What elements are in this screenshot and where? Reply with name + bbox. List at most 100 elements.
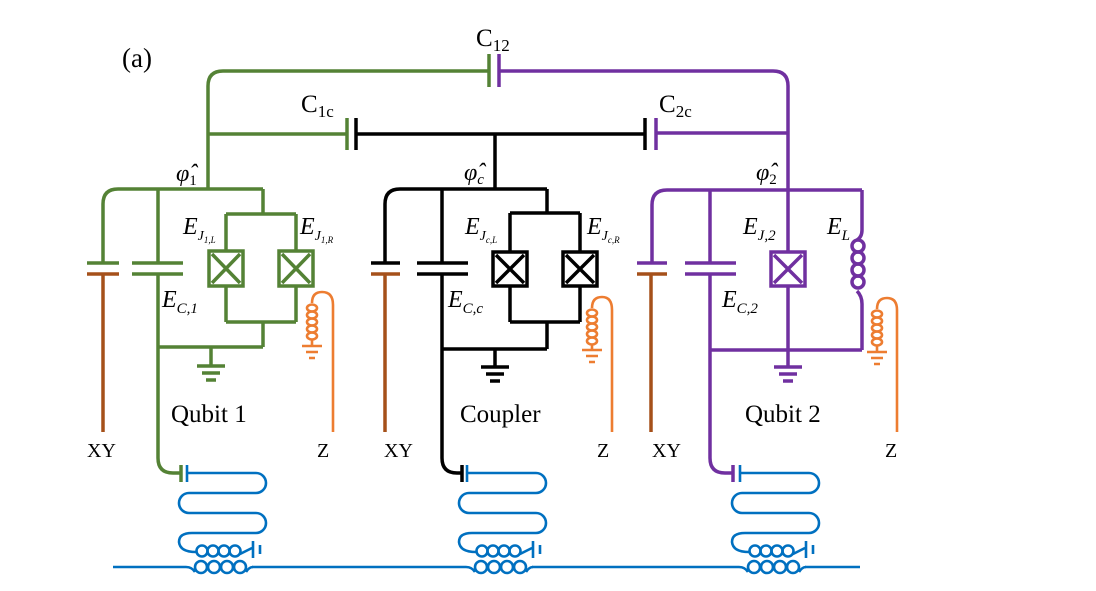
ej-symbol: E <box>299 214 315 240</box>
z-line-ground-icon <box>867 346 887 366</box>
el-symbol: E <box>826 214 842 240</box>
junction-cross-icon <box>494 253 526 285</box>
qubit1-z-label: Z <box>317 440 329 462</box>
junction-cross-icon <box>210 252 242 285</box>
c1c-symbol: C <box>301 91 318 118</box>
coupler-ej-right-label: EJc,R <box>586 214 620 245</box>
ec-symbol: E <box>447 287 463 313</box>
z-line-coil-icon <box>870 309 884 347</box>
coupler-junction-left <box>491 250 529 288</box>
ej-symbol: E <box>464 214 480 240</box>
z-line-ground-icon <box>582 345 602 364</box>
junction-cross-icon <box>772 253 804 285</box>
c1c-subscript: 1c <box>318 102 335 121</box>
resonator-ground-capacitor-icon <box>792 541 815 558</box>
qubit2-name: Qubit 2 <box>745 401 821 428</box>
c2c-symbol: C <box>659 91 676 118</box>
junction-cross-icon <box>280 252 312 285</box>
qubit2-flux-node-label: φ̂2 <box>756 160 778 188</box>
feedline-coil-icon <box>193 559 248 575</box>
coupler-ej-left-label: EJc,L <box>464 214 497 245</box>
inductor-coil-icon <box>850 238 866 290</box>
qubit1-junction-right <box>277 249 315 288</box>
resonator-coil-icon <box>475 544 522 558</box>
coupler-z-label: Z <box>597 440 609 462</box>
ec-symbol: E <box>161 287 177 313</box>
coupler-circuit: φ̂c EJc,L EJc,R EC,c Coupler XY Z <box>371 160 620 482</box>
ec-subscript: C,c <box>463 301 484 317</box>
qubit1-ground-icon <box>197 347 225 382</box>
resonator-meander <box>457 471 548 554</box>
z-line-coil-icon <box>585 308 599 346</box>
qubit1-to-c12-wire <box>206 69 489 189</box>
feedline-coil-icon <box>473 559 528 575</box>
qubit2-xy-label: XY <box>652 440 681 462</box>
feedline-coupler-leads <box>185 565 254 573</box>
qubit1-junction-left <box>207 249 245 288</box>
flux-subscript: c <box>477 172 484 188</box>
z-line-wire <box>590 295 614 432</box>
coupler-readout-wire <box>440 274 462 475</box>
qubit2-to-c12-wire <box>499 69 790 252</box>
qubit1-ej-left-label: EJ1,L <box>182 214 216 245</box>
ej-subscript: J <box>198 229 205 244</box>
ej-symbol: E <box>742 214 758 240</box>
c2c-label: C2c <box>659 91 692 121</box>
ej-subsubscript: 1,L <box>204 235 216 245</box>
resonator-ground-capacitor-icon <box>239 541 262 558</box>
qubit2-ec-label: EC,2 <box>721 287 758 317</box>
coupler-ground-icon <box>481 349 509 383</box>
feedline-coupler-leads <box>465 565 534 573</box>
qubit2-z-line <box>867 296 899 432</box>
ec-subscript: C,2 <box>737 301 759 317</box>
qubit2-inductor <box>850 190 866 350</box>
qubit1-z-line <box>302 290 335 432</box>
junction-cross-icon <box>564 253 596 285</box>
flux-subscript: 1 <box>189 173 197 189</box>
qubit2-bottom-bus <box>710 286 862 352</box>
qubit2-readout-resonator <box>730 465 821 575</box>
qubit1-readout-wire <box>156 274 181 475</box>
qubit1-ec-label: EC,1 <box>161 287 198 317</box>
qubit1-top-bus <box>101 187 263 263</box>
coupler-flux-node-label: φ̂c <box>464 160 486 188</box>
c12-symbol: C <box>476 25 493 52</box>
flux-subscript: 2 <box>769 172 777 188</box>
c12-subscript: 12 <box>493 36 510 55</box>
qubit2-el-label: EL <box>826 214 850 244</box>
qubit1-xy-label: XY <box>87 440 116 462</box>
qubit2-junction <box>769 250 807 288</box>
ej-subscript: J <box>480 229 487 244</box>
ec-symbol: E <box>721 287 737 313</box>
ej-subsubscript: c,R <box>608 235 620 245</box>
panel-label: (a) <box>122 43 152 73</box>
ej-subscript: J,2 <box>758 228 776 244</box>
coupler-top-bus <box>383 187 547 263</box>
coupling-network: C12 C1c C2c <box>206 25 790 252</box>
feedline-coupler-leads <box>738 565 807 573</box>
c1c-label: C1c <box>301 91 334 121</box>
z-line-wire <box>310 290 335 432</box>
ej-symbol: E <box>182 214 198 240</box>
c12-label: C12 <box>476 25 510 55</box>
qubit2-circuit: φ̂2 EJ,2 EL EC,2 Qubit 2 XY Z <box>637 160 899 482</box>
resonator-meander <box>177 471 268 554</box>
ec-subscript: C,1 <box>177 301 198 317</box>
resonator-meander <box>730 471 821 554</box>
qubit1-name: Qubit 1 <box>171 401 247 428</box>
resonator-coil-icon <box>748 544 795 558</box>
qubit2-z-label: Z <box>885 440 897 462</box>
qubit2-ground-icon <box>774 350 802 383</box>
resonator-coil-icon <box>195 544 242 558</box>
ej-symbol: E <box>586 214 602 240</box>
feedline-coil-icon <box>746 559 801 575</box>
coupler-z-line <box>582 295 614 432</box>
ej-subscript: J <box>602 229 609 244</box>
inductor-leads <box>855 190 864 350</box>
ej-subsubscript: 1,R <box>321 235 334 245</box>
ej-subsubscript: c,L <box>486 235 497 245</box>
qubit2-ej-label: EJ,2 <box>742 214 776 244</box>
coupler-name: Coupler <box>460 401 541 428</box>
ej-subscript: J <box>315 229 322 244</box>
